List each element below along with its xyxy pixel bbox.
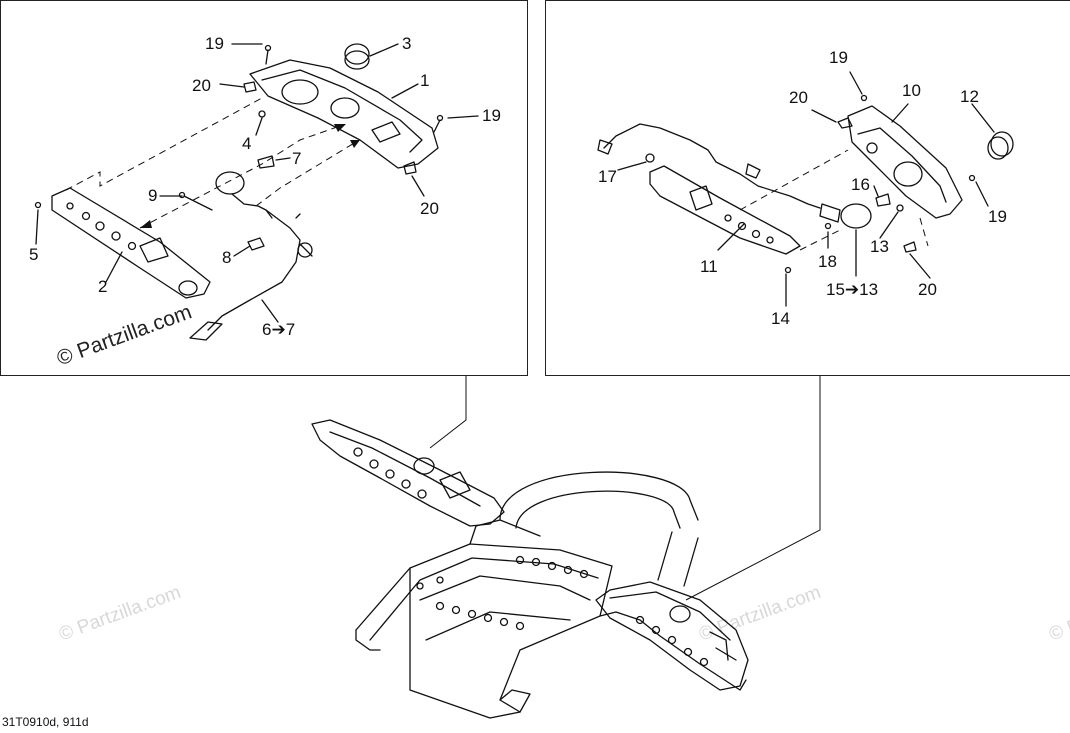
callout-5: 5 [29, 245, 39, 264]
callout-20: 20 [420, 199, 439, 218]
callout-19: 19 [829, 48, 848, 67]
lens-part-3 [344, 43, 370, 65]
callout-13: 13 [870, 237, 889, 256]
callout-6-to-7: 6➔7 [262, 320, 296, 339]
callout-3: 3 [402, 34, 412, 53]
callout-19: 19 [988, 207, 1007, 226]
callout-7: 7 [292, 149, 302, 168]
callout-10: 10 [902, 81, 921, 100]
callout-16: 16 [851, 175, 870, 194]
signal-lamp [840, 203, 872, 229]
callout-14: 14 [771, 309, 790, 328]
signal-lamp [215, 171, 245, 195]
lens-part-12 [990, 131, 1014, 157]
housing-part-10 [847, 105, 963, 219]
callout-17: 17 [598, 167, 617, 186]
callout-19: 19 [205, 34, 224, 53]
callout-20: 20 [918, 280, 937, 299]
callout-12: 12 [960, 87, 979, 106]
callout-9: 9 [148, 186, 158, 205]
housing-part-1 [249, 59, 439, 169]
callout-1: 1 [420, 71, 430, 90]
callout-11: 11 [700, 257, 718, 276]
bracket-part-2 [51, 187, 211, 299]
right-detail-panel [545, 0, 1070, 376]
callout-20: 20 [192, 76, 211, 95]
callout-2: 2 [98, 277, 108, 296]
left-detail-panel [0, 0, 528, 376]
callout-19: 19 [482, 106, 501, 125]
drawing-code: 31T0910d, 911d [2, 715, 89, 729]
rear-rack-frame [311, 419, 749, 719]
callout-4: 4 [242, 134, 252, 153]
callout-8: 8 [222, 248, 232, 267]
bracket-part-11 [649, 165, 801, 255]
callout-20: 20 [789, 88, 808, 107]
callout-15-to-13: 15➔13 [826, 280, 879, 299]
callout-18: 18 [818, 252, 837, 271]
